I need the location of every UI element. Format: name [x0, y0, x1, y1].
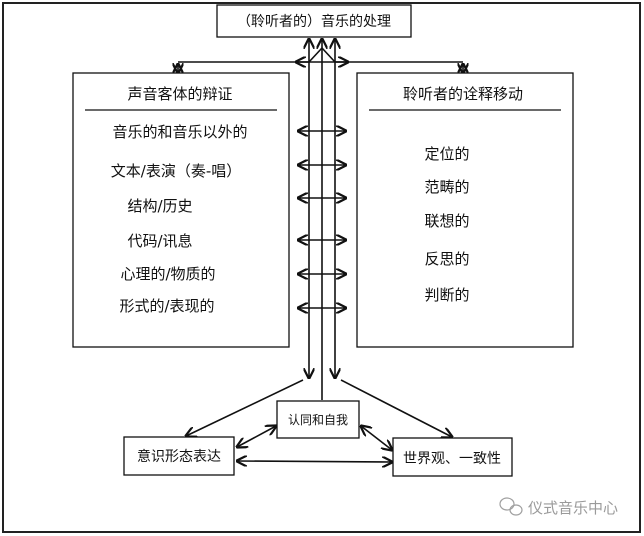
right-item: 判断的: [424, 286, 469, 304]
identity-box: 认同和自我: [276, 400, 360, 439]
top-box: （聆听者的）音乐的处理: [216, 4, 412, 38]
watermark: 仪式音乐中心: [499, 497, 618, 517]
svg-text:世界观、一致性: 世界观、一致性: [403, 451, 501, 467]
left-item: 文本/表演（奏-唱）: [111, 162, 241, 180]
connectors: [178, 39, 463, 462]
left-box-sound-object: 声音客体的辩证 音乐的和音乐以外的 文本/表演（奏-唱） 结构/历史 代码/讯息…: [72, 72, 290, 348]
left-item: 代码/讯息: [127, 232, 192, 250]
right-item: 范畴的: [424, 178, 469, 196]
svg-text:意识形态表达: 意识形态表达: [137, 448, 221, 465]
right-item: 反思的: [424, 250, 469, 268]
left-box-title: 声音客体的辩证: [127, 85, 232, 103]
right-box-listener-moves: 聆听者的诠释移动 定位的 范畴的 联想的 反思的 判断的: [356, 72, 574, 348]
left-right-arrows: [298, 131, 346, 308]
right-item: 联想的: [424, 212, 469, 230]
svg-text:认同和自我: 认同和自我: [288, 413, 348, 427]
left-item: 形式的/表现的: [119, 297, 214, 315]
right-box-title: 聆听者的诠释移动: [403, 85, 523, 103]
top-box-label: （聆听者的）音乐的处理: [237, 13, 391, 30]
left-item: 音乐的和音乐以外的: [112, 123, 247, 141]
svg-text:仪式音乐中心: 仪式音乐中心: [528, 499, 618, 517]
right-item: 定位的: [424, 145, 469, 163]
ideology-box: 意识形态表达: [123, 436, 235, 476]
left-item: 结构/历史: [127, 197, 192, 215]
left-item: 心理的/物质的: [120, 265, 215, 283]
worldview-box: 世界观、一致性: [392, 437, 513, 477]
wechat-icon: [499, 497, 523, 516]
